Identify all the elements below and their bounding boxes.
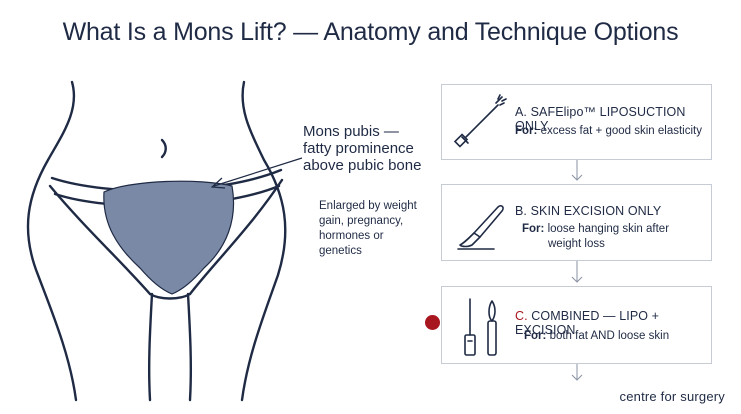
option-card-liposuction: A. SAFElipo™ LIPOSUCTION ONLY For: exces… xyxy=(441,84,712,160)
highlight-marker-dot xyxy=(425,315,440,330)
brand-logo-text: centre for surgery xyxy=(619,389,725,404)
mons-pointer-arrow xyxy=(213,157,303,187)
underwear-right-leg xyxy=(188,178,284,296)
option-c-heading: C. COMBINED — LIPO + EXCISION xyxy=(515,309,660,337)
option-card-combined: C. COMBINED — LIPO + EXCISION For: both … xyxy=(441,286,712,364)
option-b-heading: B. SKIN EXCISION ONLY xyxy=(515,204,662,218)
chevron-down-icon xyxy=(571,374,583,381)
arrowhead-icon xyxy=(210,177,226,189)
chevron-down-icon xyxy=(571,174,583,181)
liposuction-cannula-icon xyxy=(453,94,507,148)
cannula-and-scalpel-icon xyxy=(464,298,497,356)
mons-pubis-label: Mons pubis — fatty prominence above pubi… xyxy=(303,123,422,174)
chevron-down-icon xyxy=(571,276,583,283)
enlargement-causes-note: Enlarged by weight gain, pregnancy, horm… xyxy=(319,200,417,257)
left-body-outline xyxy=(26,80,78,402)
underwear-left-leg xyxy=(48,184,152,296)
mons-pubis-region xyxy=(103,180,235,295)
page-title: What Is a Mons Lift? — Anatomy and Techn… xyxy=(62,18,679,46)
option-c-indication: For: both fat AND loose skin xyxy=(524,330,670,342)
option-a-heading: A. SAFElipo™ LIPOSUCTION ONLY xyxy=(515,105,686,133)
underwear-crotch xyxy=(148,292,192,300)
left-inner-thigh xyxy=(147,292,154,402)
option-a-indication: For: excess fat + good skin elasticity xyxy=(515,125,702,137)
scalpel-icon xyxy=(457,205,504,250)
option-card-skin-excision: B. SKIN EXCISION ONLY For: loose hanging… xyxy=(441,184,712,261)
right-body-outline xyxy=(240,80,287,402)
right-inner-thigh xyxy=(186,292,193,402)
navel xyxy=(160,138,167,159)
